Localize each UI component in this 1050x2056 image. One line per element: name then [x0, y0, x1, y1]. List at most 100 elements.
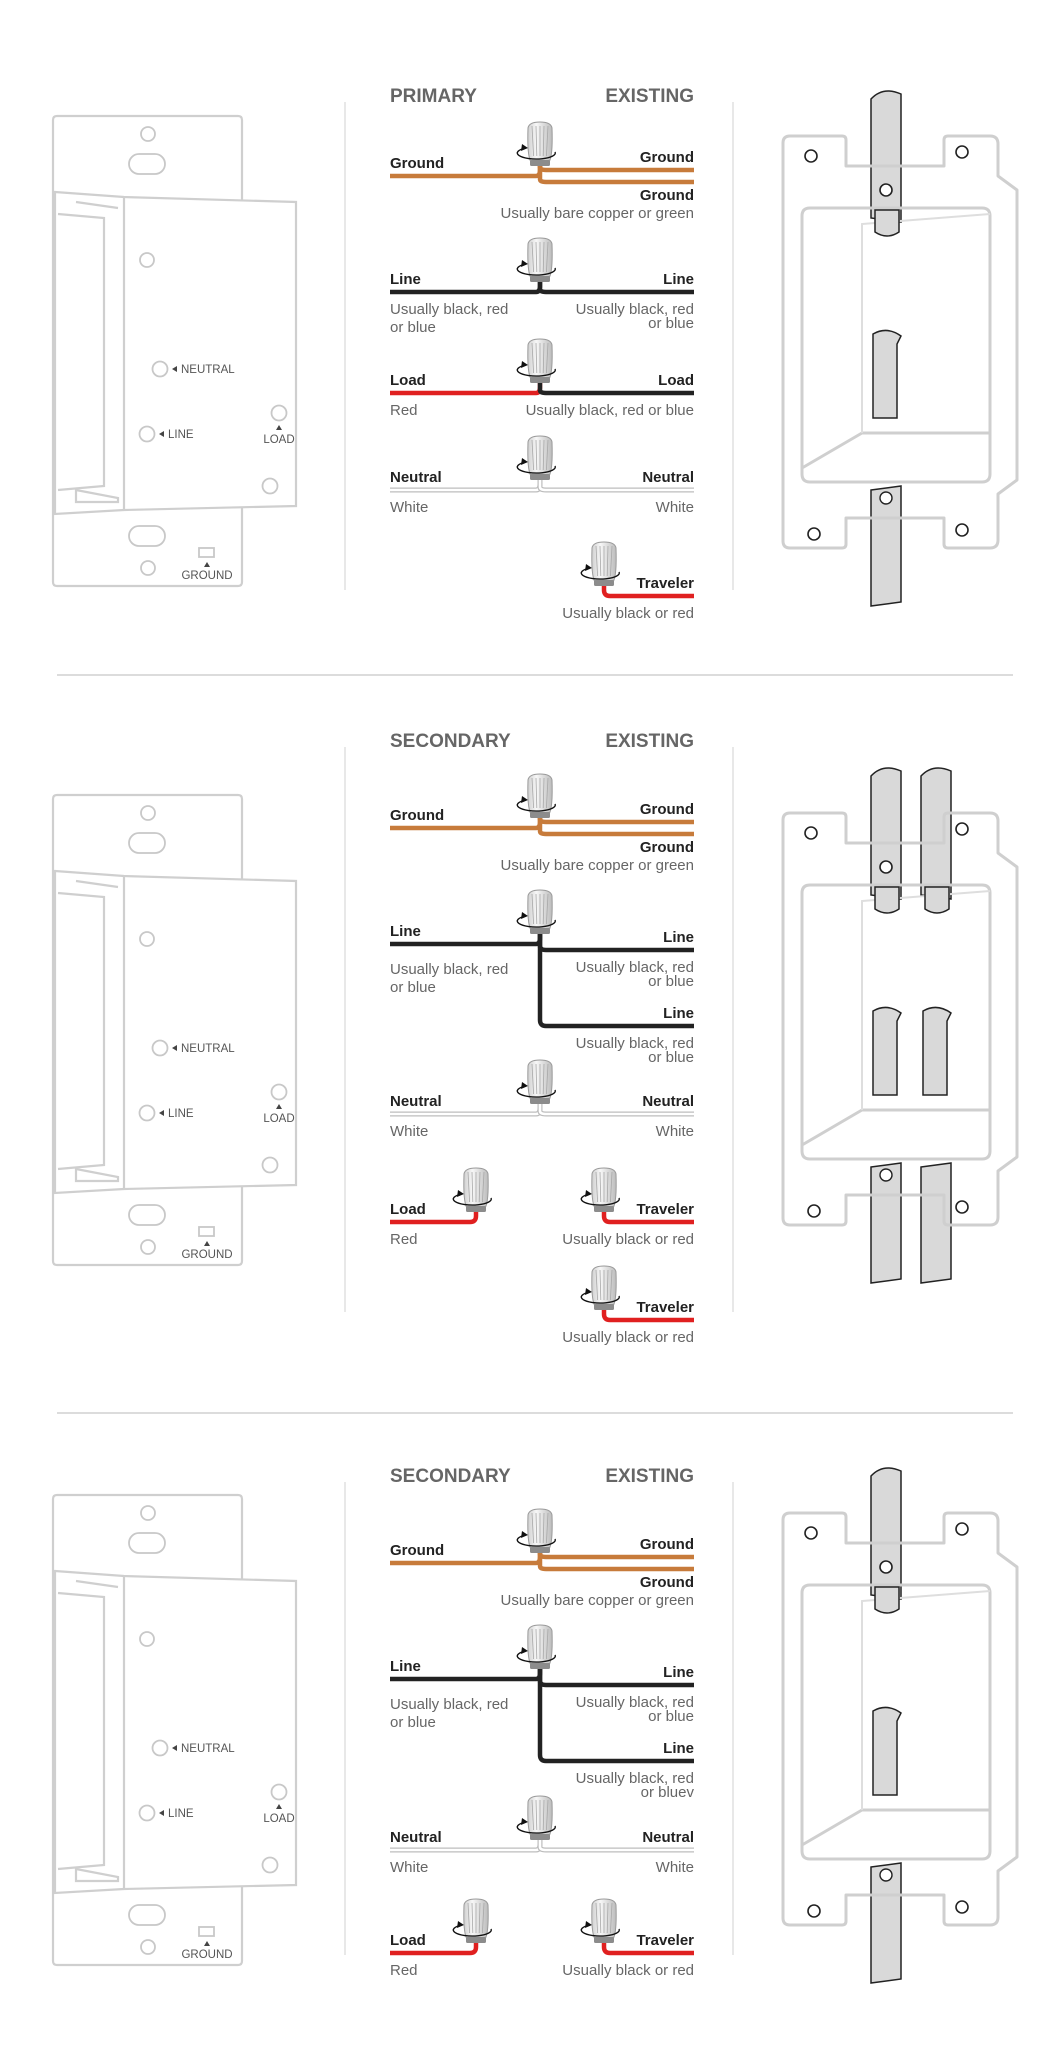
right-wire-label: Ground: [640, 801, 694, 818]
right-wire: [601, 1212, 694, 1225]
wire-nut-icon: [516, 1795, 556, 1840]
mounting-hole-icon: [804, 826, 818, 840]
wire-nut-icon: [516, 1059, 556, 1104]
right-wire-note: Usually black, red: [576, 1770, 694, 1787]
section-left-header: SECONDARY: [390, 1466, 511, 1487]
load-terminal-label: LOAD: [263, 1813, 294, 1825]
left-wire-label: Neutral: [390, 1093, 442, 1110]
neutral-terminal-icon: [151, 1739, 169, 1757]
left-wire-label: Load: [390, 1932, 426, 1949]
section-left-header: PRIMARY: [390, 86, 477, 107]
cable-icon: [920, 767, 952, 900]
right-wire: [537, 164, 694, 173]
right-wire-label: Traveler: [636, 1201, 694, 1218]
left-wire-note: White: [390, 1123, 428, 1140]
mounting-slot-icon: [128, 153, 166, 175]
mounting-slot-icon: [128, 1204, 166, 1226]
right-wire: [537, 1104, 694, 1117]
ground-terminal-icon: [198, 1226, 215, 1237]
line-terminal-label: LINE: [168, 429, 194, 441]
left-wire-note: White: [390, 1859, 428, 1876]
left-wire-note: or blue: [390, 1714, 436, 1731]
line-terminal-label: LINE: [168, 1108, 194, 1120]
electrical-box-outline: [781, 1467, 1019, 1984]
cable-end-icon: [872, 329, 902, 419]
right-wire: [537, 1669, 694, 1764]
right-wire-label: Neutral: [642, 469, 694, 486]
right-wire-note: Usually bare copper or green: [501, 857, 694, 874]
right-wire-label: Ground: [640, 839, 694, 856]
right-wire-label: Ground: [640, 1574, 694, 1591]
right-wire-note: White: [656, 1859, 694, 1876]
mounting-hole-icon: [955, 145, 969, 159]
left-wire-note: Red: [390, 1962, 418, 1979]
left-wire-label: Line: [390, 1658, 421, 1675]
right-wire-note: or blue: [648, 973, 694, 990]
load-terminal-icon: [270, 1083, 288, 1101]
mounting-hole-icon: [804, 1526, 818, 1540]
mounting-hole-icon: [140, 1939, 156, 1955]
section-right-header: EXISTING: [605, 731, 694, 752]
left-wire-note: Usually black, red: [390, 1696, 508, 1713]
wire-nut-icon: [580, 541, 620, 586]
mounting-slot-icon: [128, 832, 166, 854]
ground-terminal-icon: [198, 1926, 215, 1937]
left-wire-label: Line: [390, 271, 421, 288]
cable-icon: [870, 767, 902, 900]
right-wire: [537, 934, 694, 1029]
left-wire: [390, 1212, 479, 1225]
right-wire-note: Usually bare copper or green: [501, 205, 694, 222]
mounting-hole-icon: [140, 805, 156, 821]
right-wire-note: White: [656, 499, 694, 516]
electrical-box-outline: [781, 767, 1019, 1284]
left-wire-label: Load: [390, 1201, 426, 1218]
screw-icon: [879, 1560, 893, 1574]
load-terminal-icon: [270, 1783, 288, 1801]
right-wire-label: Line: [663, 1740, 694, 1757]
right-wire-note: or blue: [648, 1708, 694, 1725]
cable-icon: [870, 485, 902, 607]
right-wire-label: Traveler: [636, 575, 694, 592]
right-wire-note: or bluev: [641, 1784, 695, 1801]
right-wire: [601, 1310, 694, 1323]
mounting-hole-icon: [807, 1904, 821, 1918]
right-wire-label: Load: [658, 372, 694, 389]
cable-icon: [870, 90, 902, 223]
left-wire: [390, 1943, 479, 1956]
mounting-hole-icon: [140, 1239, 156, 1255]
cable-icon: [870, 1162, 902, 1284]
screw-icon: [879, 1168, 893, 1182]
right-wire: [601, 586, 694, 599]
screw-icon: [879, 491, 893, 505]
right-wire-note: Usually black, red: [576, 1035, 694, 1052]
mounting-hole-icon: [955, 1900, 969, 1914]
mounting-hole-icon: [955, 822, 969, 836]
left-wire-label: Neutral: [390, 469, 442, 486]
right-wire-note: Usually black or red: [562, 1962, 694, 1979]
cable-end-icon: [874, 886, 900, 914]
left-wire-note: Red: [390, 1231, 418, 1248]
right-wire: [537, 816, 694, 825]
right-wire-note: Usually black, red or blue: [526, 402, 694, 419]
mounting-hole-icon: [807, 527, 821, 541]
mounting-hole-icon: [140, 126, 156, 142]
right-wire-note: or blue: [648, 315, 694, 332]
mounting-hole-icon: [804, 149, 818, 163]
cable-icon: [870, 1467, 902, 1600]
right-wire: [601, 1943, 694, 1956]
wire-nut-icon: [580, 1167, 620, 1212]
right-wire: [537, 1553, 694, 1572]
right-wire-note: Usually black, red: [576, 959, 694, 976]
